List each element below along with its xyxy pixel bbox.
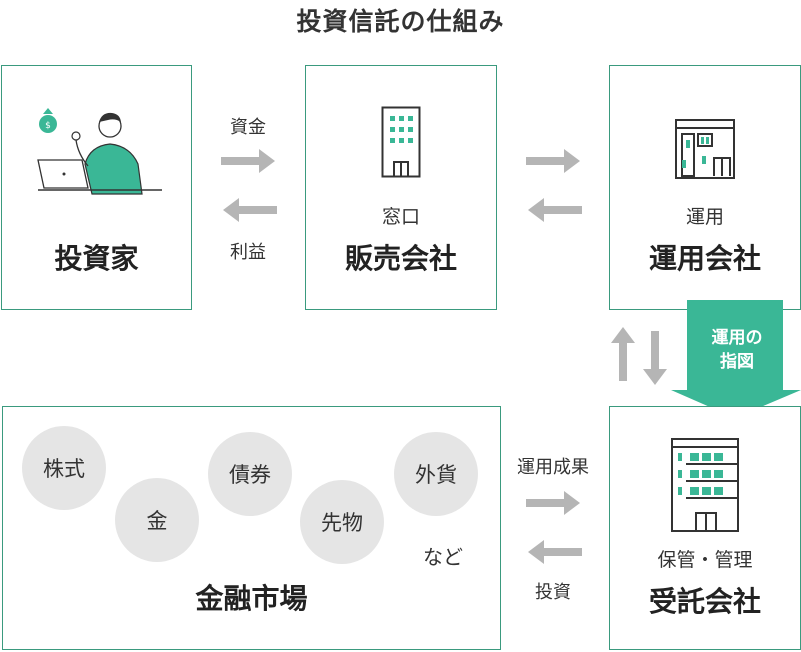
seller-role: 窓口 [381, 206, 420, 228]
funds-label: 資金 [230, 117, 266, 138]
asset-forex: 外貨 [394, 432, 478, 516]
market-box: 株式 金 債券 先物 外貨 など 金融市場 [2, 406, 501, 650]
profit-arrow-left [223, 198, 277, 222]
investment-label: 投資 [535, 582, 571, 603]
asset-gold: 金 [115, 478, 199, 562]
trustee-label: 受託会社 [648, 585, 761, 618]
manager-to-seller-arrow [528, 198, 582, 222]
instruction-label: 運用の 指図 [691, 326, 783, 374]
trustee-role: 保管・管理 [657, 549, 753, 571]
asset-stocks: 株式 [22, 426, 106, 510]
management-building-icon [675, 119, 735, 179]
instruction-arrow [671, 300, 801, 418]
instruction-label-line1: 運用の [711, 328, 763, 348]
office-building-icon [381, 106, 421, 178]
manager-role: 運用 [685, 206, 724, 228]
investor-label: 投資家 [54, 242, 139, 275]
manager-box: 運用 運用会社 [609, 65, 801, 310]
svg-text:$: $ [45, 121, 51, 131]
results-arrow-right [526, 491, 580, 515]
seller-to-manager-arrow [526, 149, 580, 173]
diagram-title: 投資信託の仕組み [296, 7, 505, 36]
profit-label: 利益 [230, 242, 266, 263]
asset-futures: 先物 [300, 480, 384, 564]
investor-laptop-person-icon: $ [37, 108, 162, 195]
asset-bonds: 債券 [208, 432, 292, 516]
investor-box: $ 投資家 [1, 65, 192, 310]
investment-arrow-left [528, 540, 582, 564]
assets-etc: など [423, 545, 463, 569]
vertical-exchange-arrows [611, 327, 667, 385]
results-label: 運用成果 [517, 457, 589, 478]
manager-label: 運用会社 [648, 242, 761, 275]
seller-box: 窓口 販売会社 [305, 65, 497, 310]
market-label: 金融市場 [195, 582, 308, 615]
trust-bank-building-icon [671, 438, 739, 532]
instruction-label-line2: 指図 [720, 352, 754, 372]
funds-arrow-right [221, 149, 275, 173]
seller-label: 販売会社 [344, 242, 457, 275]
trustee-box: 保管・管理 受託会社 [609, 406, 801, 650]
